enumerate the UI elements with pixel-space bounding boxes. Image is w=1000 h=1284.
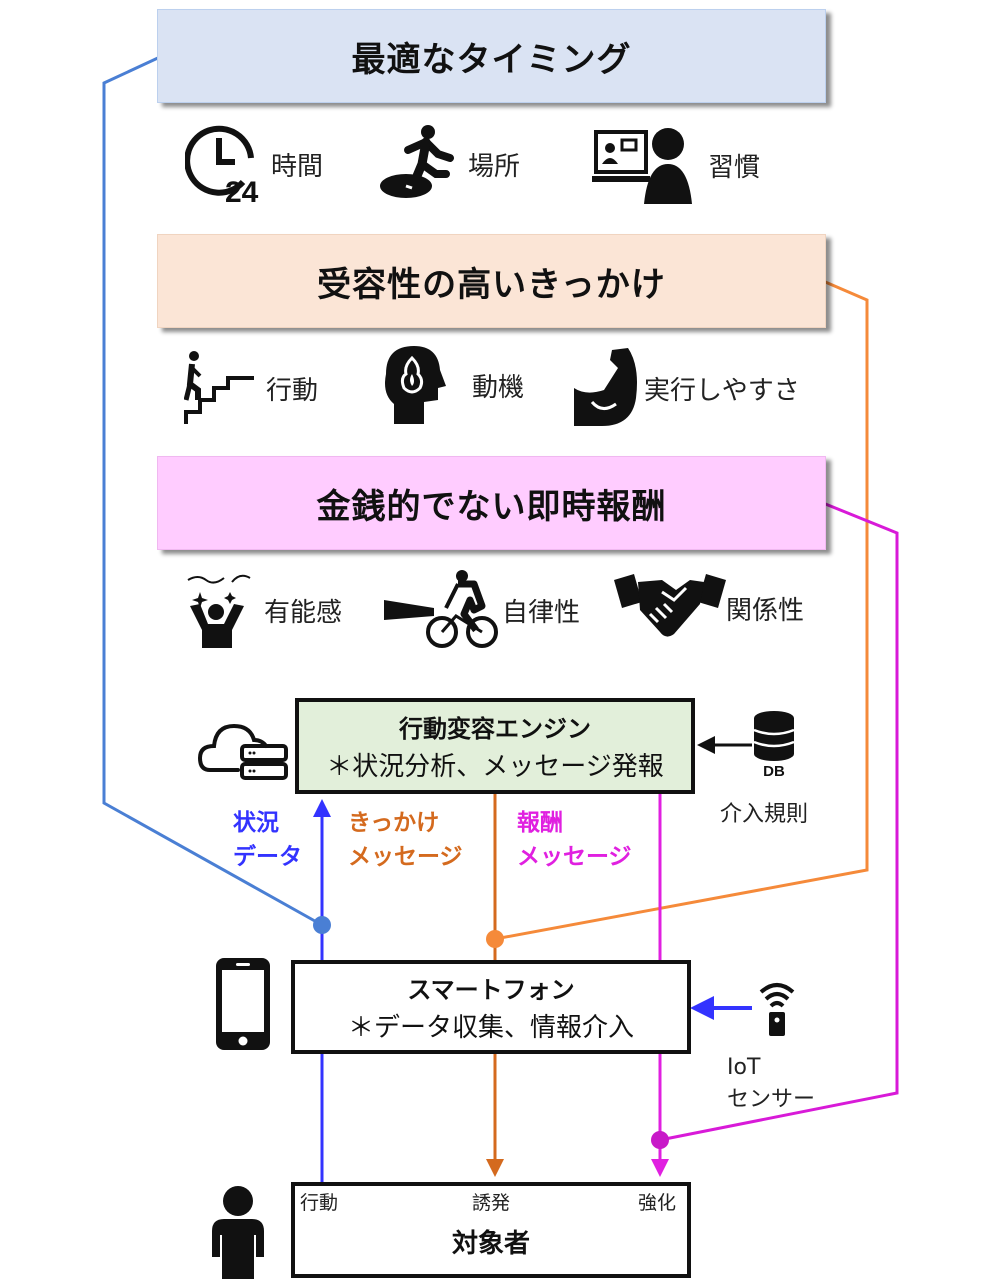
cyclist-icon — [384, 570, 498, 648]
smartphone-icon — [216, 958, 270, 1050]
timing-banner: 最適なタイミング — [157, 9, 826, 103]
database-icon: DB — [753, 711, 795, 780]
factor-action: 行動 — [184, 350, 318, 426]
factor-place-label: 場所 — [468, 151, 521, 182]
status-data-label-line1: 状況 — [233, 810, 279, 836]
factor-autonomy: 自律性 — [384, 570, 580, 650]
stairs-climber-icon — [184, 351, 254, 424]
trigger-junction — [486, 930, 504, 948]
clock-24-icon: 24 — [185, 125, 259, 204]
status-data-label-line2: データ — [233, 844, 302, 870]
timing-junction — [313, 916, 331, 934]
cloud-server — [197, 716, 290, 784]
iot-sensor — [757, 978, 797, 1042]
smartphone-box: スマートフォン ＊データ収集、情報介入 — [291, 960, 691, 1054]
flexed-arm-icon — [574, 348, 637, 426]
reward-message-label-line2: メッセージ — [517, 844, 632, 870]
video-call-person-icon — [592, 128, 692, 204]
trigger-message-label-line2: メッセージ — [348, 844, 463, 870]
port-action: 行動 — [300, 1192, 339, 1214]
smartphone-device — [214, 956, 272, 1056]
trigger-banner: 受容性の高いきっかけ — [157, 234, 826, 328]
factor-place: 場所 — [378, 124, 520, 204]
factor-ease-label: 実行しやすさ — [644, 375, 800, 406]
factor-motivation-label: 動機 — [472, 372, 525, 403]
factor-motivation: 動機 — [376, 344, 524, 426]
trigger-banner-label: 受容性の高いきっかけ — [317, 264, 666, 305]
factor-habit-label: 習慣 — [708, 152, 761, 183]
smartphone-subtitle: ＊データ収集、情報介入 — [347, 1013, 634, 1043]
database: DB — [752, 710, 796, 782]
factor-action-label: 行動 — [266, 375, 319, 406]
db-label: 介入規則 — [720, 802, 809, 827]
cloud-server-icon — [197, 723, 288, 780]
engine-title: 行動変容エンジン — [399, 715, 591, 743]
factor-relatedness-label: 関係性 — [726, 595, 805, 626]
factor-relatedness: 関係性 — [614, 570, 804, 646]
trigger-message-label-line1: きっかけ — [348, 810, 440, 836]
iot-label: IoT センサー — [727, 1052, 815, 1116]
reward-message-label-line1: 報酬 — [517, 810, 563, 836]
reward-message-label: 報酬 メッセージ — [517, 806, 632, 874]
factor-ease: 実行しやすさ — [572, 348, 800, 428]
factor-habit: 習慣 — [592, 124, 760, 206]
db-icon-text: DB — [763, 763, 785, 778]
iot-label-line1: IoT — [727, 1055, 761, 1080]
head-flame-icon — [385, 346, 446, 424]
person-icon — [212, 1186, 264, 1279]
reward-banner-label: 金銭的でない即時報酬 — [316, 486, 667, 527]
factor-competence: 有能感 — [184, 572, 342, 648]
smartphone-title: スマートフォン — [407, 976, 575, 1004]
trigger-message-label: きっかけ メッセージ — [348, 806, 463, 874]
target-box: 対象者 — [291, 1182, 691, 1278]
port-trigger: 誘発 — [472, 1192, 511, 1214]
reward-junction — [651, 1131, 669, 1149]
running-person-icon — [380, 125, 454, 198]
iot-sensor-icon — [759, 983, 795, 1036]
engine-subtitle: ＊状況分析、メッセージ発報 — [326, 752, 664, 782]
handshake-icon — [614, 574, 726, 637]
factor-autonomy-label: 自律性 — [502, 597, 581, 628]
timing-banner-label: 最適なタイミング — [351, 39, 632, 80]
target-title: 対象者 — [451, 1229, 530, 1259]
celebrating-person-icon — [187, 574, 251, 648]
factor-time: 24 時間 — [185, 124, 323, 204]
factor-time-label: 時間 — [271, 151, 324, 182]
factor-competence-label: 有能感 — [264, 597, 343, 628]
status-data-label: 状況 データ — [233, 806, 302, 874]
reward-banner: 金銭的でない即時報酬 — [157, 456, 826, 550]
target-person — [210, 1185, 266, 1283]
behavior-change-engine: 行動変容エンジン ＊状況分析、メッセージ発報 — [295, 698, 695, 794]
port-reinforce: 強化 — [638, 1192, 677, 1214]
svg-text:24: 24 — [225, 176, 259, 204]
iot-label-line2: センサー — [727, 1087, 816, 1112]
